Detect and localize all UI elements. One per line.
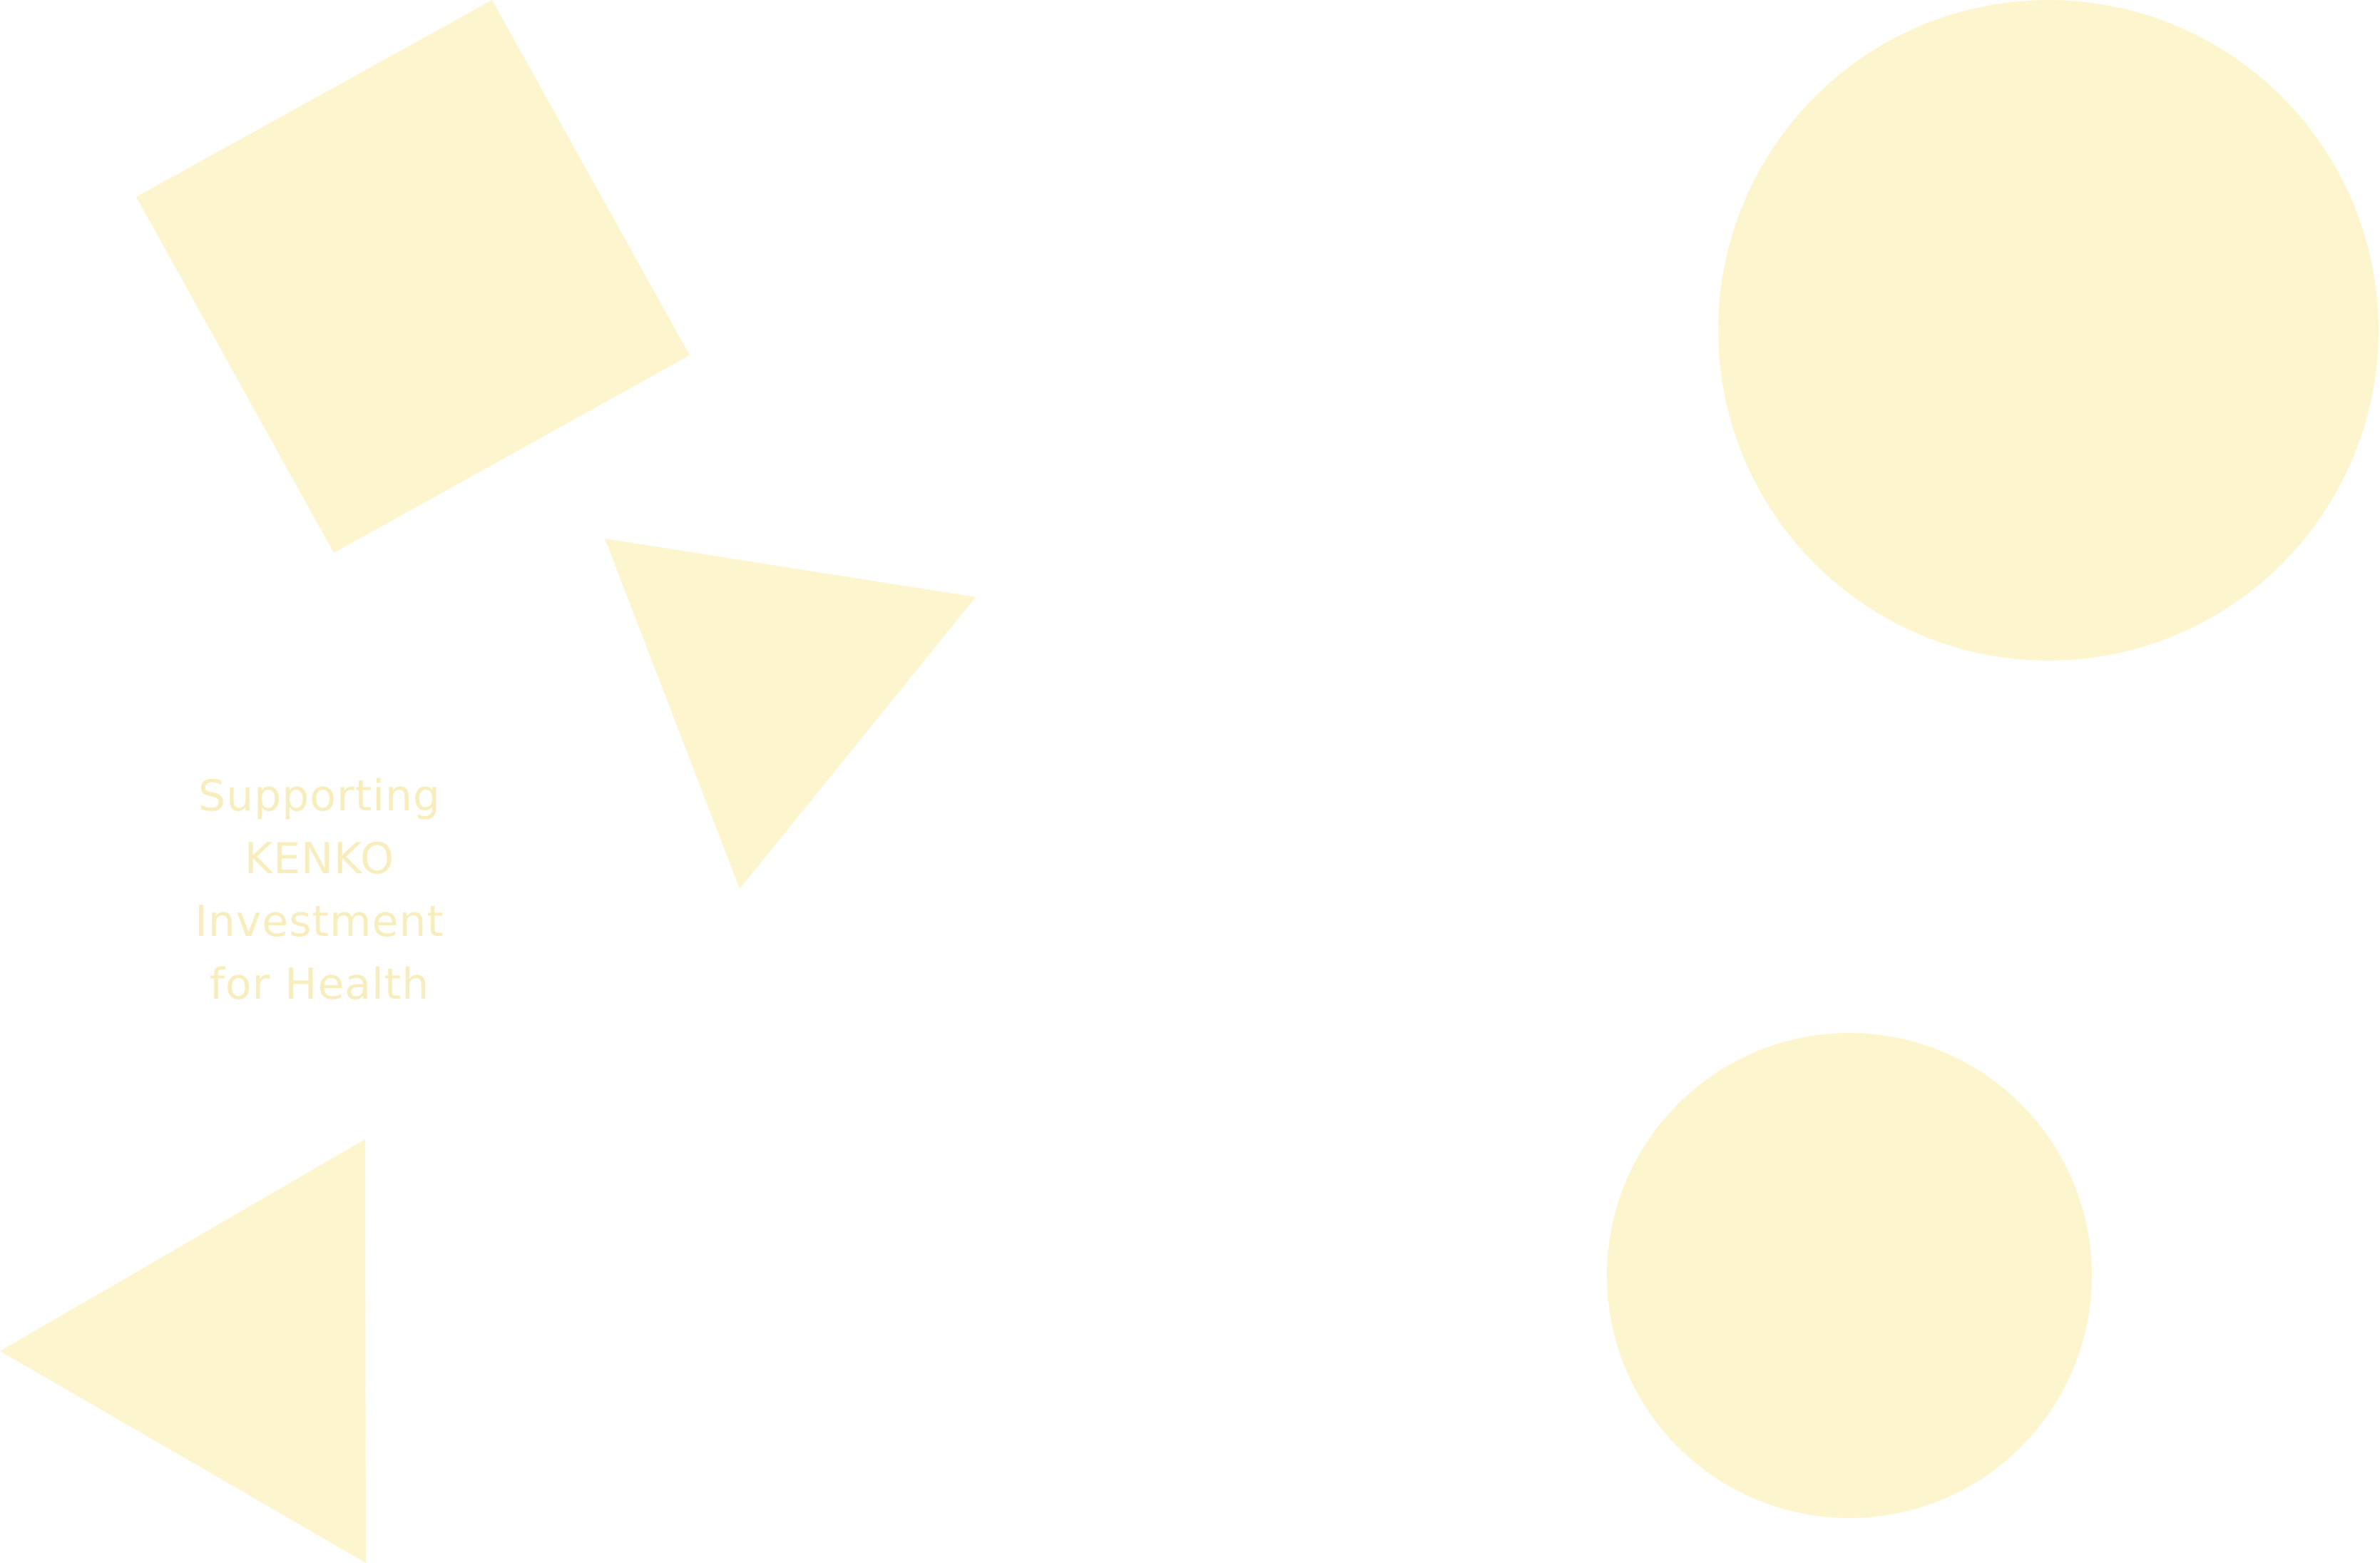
triangle-shape-bottom-left [0,1139,366,1563]
rotated-square-shape [136,0,690,553]
triangle-shape-center [605,539,976,889]
tagline: Supporting KENKO Investment for Health [148,765,491,1016]
small-circle-shape [1607,1033,2092,1518]
tagline-line: Supporting [198,771,441,821]
large-circle-shape [1718,0,2379,661]
tagline-line: for Health [209,959,430,1009]
tagline-line: KENKO [244,834,395,884]
tagline-line: Investment [195,897,444,947]
